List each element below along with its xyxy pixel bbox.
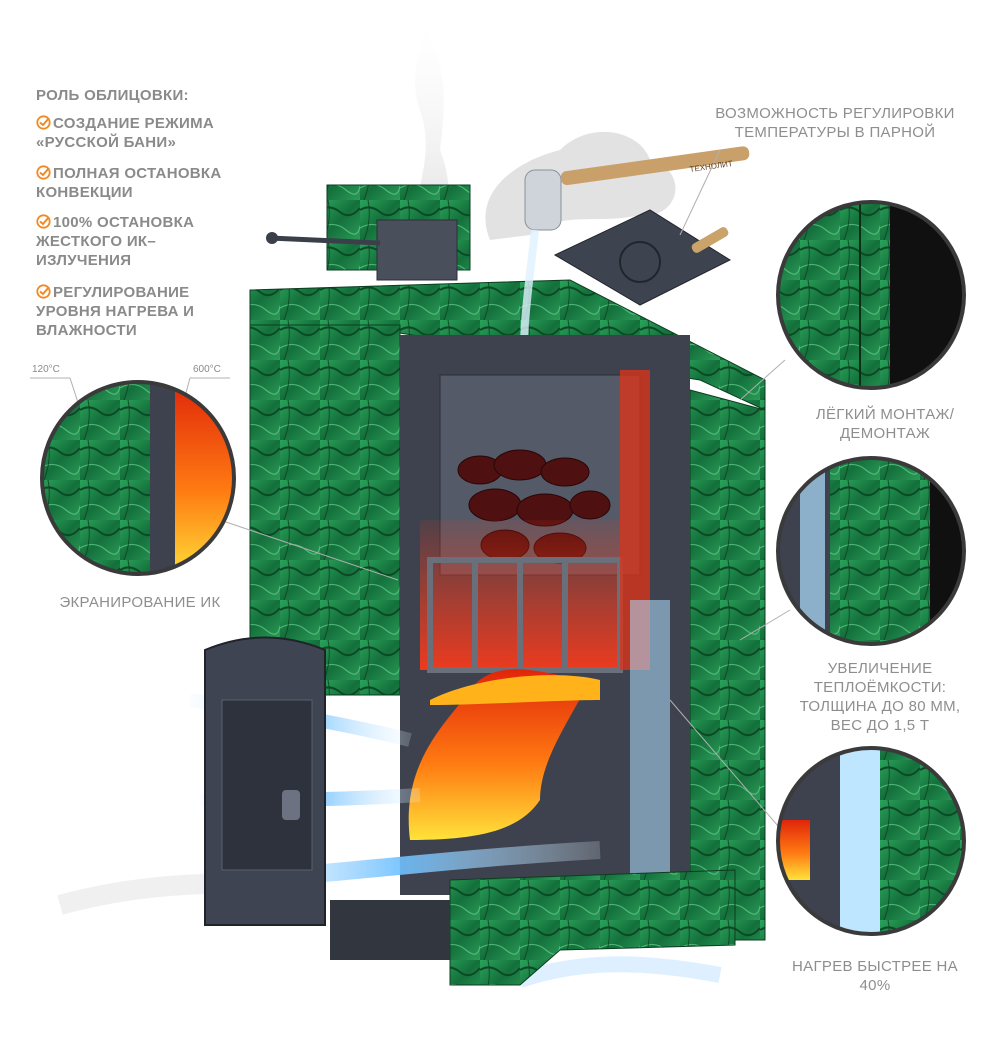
feature-item-russian-bath: СОЗДАНИЕ РЕЖИМА «РУССКОЙ БАНИ» bbox=[36, 114, 276, 152]
feature-item-regulation: РЕГУЛИРОВАНИЕ УРОВНЯ НАГРЕВА И ВЛАЖНОСТИ bbox=[36, 283, 236, 340]
callout-mounting: ЛЁГКИЙ МОНТАЖ/ДЕМОНТАЖ bbox=[815, 406, 955, 442]
callout-screening: ЭКРАНИРОВАНИЕ ИК bbox=[59, 594, 221, 611]
temp-inner-label: 600°C bbox=[193, 364, 221, 375]
feature-item-convection: ПОЛНАЯ ОСТАНОВКА КОНВЕКЦИИ bbox=[36, 164, 276, 202]
checkmark-icon bbox=[36, 165, 51, 180]
feature-text: ПОЛНАЯ ОСТАНОВКА КОНВЕКЦИИ bbox=[36, 165, 222, 201]
checkmark-icon bbox=[36, 115, 51, 130]
checkmark-icon bbox=[36, 284, 51, 299]
temp-outer-label: 120°C bbox=[32, 364, 60, 375]
features-heading: РОЛЬ ОБЛИЦОВКИ: bbox=[36, 87, 189, 104]
checkmark-icon bbox=[36, 214, 51, 229]
callout-faster: НАГРЕВ БЫСТРЕЕ НА 40% bbox=[792, 958, 958, 994]
magnifier-mounting bbox=[778, 202, 964, 388]
feature-text: РЕГУЛИРОВАНИЕ УРОВНЯ НАГРЕВА И ВЛАЖНОСТИ bbox=[36, 284, 195, 339]
callout-capacity: УВЕЛИЧЕНИЕ ТЕПЛОЁМКОСТИ: ТОЛЩИНА ДО 80 М… bbox=[799, 660, 961, 734]
magnifier-capacity bbox=[778, 458, 964, 644]
feature-item-ir: 100% ОСТАНОВКА ЖЕСТКОГО ИК–ИЗЛУЧЕНИЯ bbox=[36, 213, 236, 270]
feature-text: СОЗДАНИЕ РЕЖИМА «РУССКОЙ БАНИ» bbox=[36, 115, 215, 151]
callout-regulation: ВОЗМОЖНОСТЬ РЕГУЛИРОВКИ ТЕМПЕРАТУРЫ В ПА… bbox=[715, 105, 955, 141]
feature-text: 100% ОСТАНОВКА ЖЕСТКОГО ИК–ИЗЛУЧЕНИЯ bbox=[36, 214, 195, 269]
